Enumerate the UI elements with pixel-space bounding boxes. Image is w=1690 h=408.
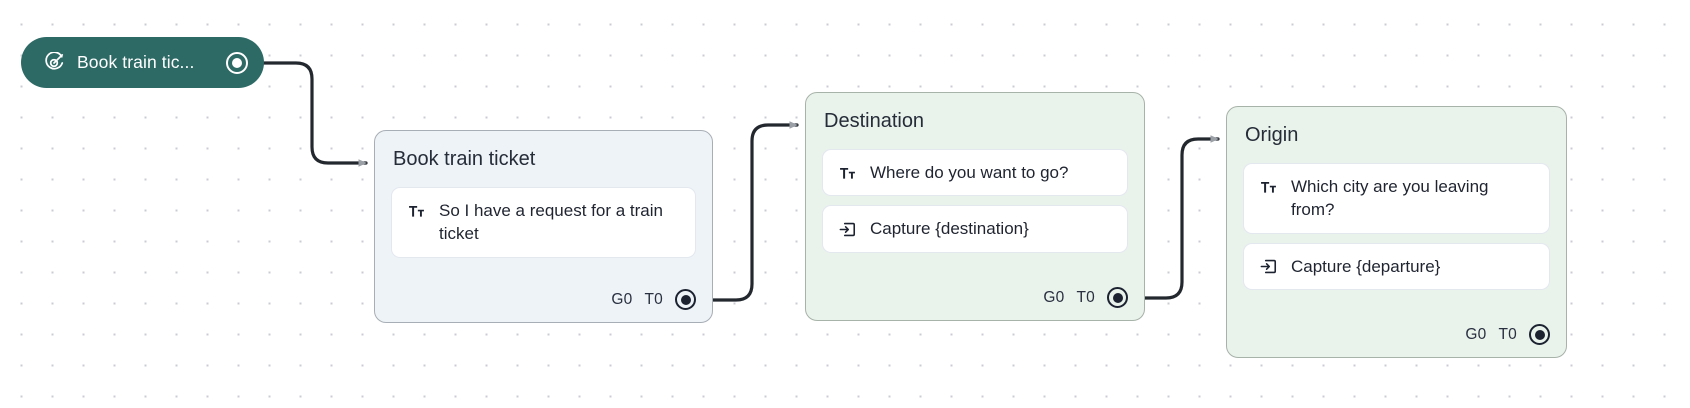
edge-destination-to-origin	[1143, 135, 1220, 300]
edge-book-to-destination	[711, 121, 799, 302]
start-node-label: Book train tic...	[77, 52, 195, 72]
node-origin[interactable]: Origin Which city are you leaving from? …	[1226, 106, 1567, 358]
start-node-output-port[interactable]	[226, 51, 248, 74]
node-book-train-ticket[interactable]: Book train ticket So I have a request fo…	[374, 130, 713, 323]
node-output-port[interactable]	[675, 289, 696, 310]
capture-input-icon	[837, 218, 857, 240]
node-output-port[interactable]	[1529, 324, 1550, 345]
node-title: Origin	[1245, 124, 1299, 146]
node-row-capture[interactable]: Capture {departure}	[1243, 242, 1550, 291]
start-node[interactable]: Book train tic...	[21, 37, 264, 88]
node-destination[interactable]: Destination Where do you want to go? Cap…	[805, 92, 1145, 321]
node-footer: G0 T0	[1243, 318, 1550, 349]
goto-counter: G0	[1465, 325, 1487, 343]
goto-counter: G0	[611, 290, 633, 308]
transition-counter: T0	[644, 290, 663, 308]
text-format-icon	[406, 200, 426, 222]
node-row-text: Capture {destination}	[870, 219, 1029, 239]
transition-counter: T0	[1498, 325, 1517, 343]
node-row-text: Where do you want to go?	[870, 163, 1069, 182]
capture-input-icon	[1258, 256, 1278, 278]
node-footer: G0 T0	[822, 281, 1128, 312]
text-format-icon	[837, 162, 857, 184]
node-row-capture[interactable]: Capture {destination}	[822, 205, 1128, 253]
text-format-icon	[1258, 176, 1278, 198]
node-row-message[interactable]: Where do you want to go?	[822, 149, 1128, 197]
transition-counter: T0	[1076, 288, 1095, 306]
node-output-port[interactable]	[1107, 287, 1128, 308]
node-footer: G0 T0	[391, 283, 696, 314]
node-title: Book train ticket	[393, 148, 536, 170]
node-row-text: Which city are you leaving from?	[1291, 177, 1489, 220]
goto-counter: G0	[1043, 288, 1065, 306]
node-row-text: Capture {departure}	[1291, 256, 1441, 276]
node-title: Destination	[824, 110, 925, 132]
node-row-message[interactable]: So I have a request for a train ticket	[391, 187, 696, 258]
goal-target-icon	[43, 50, 65, 74]
node-row-message[interactable]: Which city are you leaving from?	[1243, 163, 1550, 234]
node-row-text: So I have a request for a train ticket	[439, 201, 663, 244]
edge-start-to-book	[262, 61, 368, 167]
